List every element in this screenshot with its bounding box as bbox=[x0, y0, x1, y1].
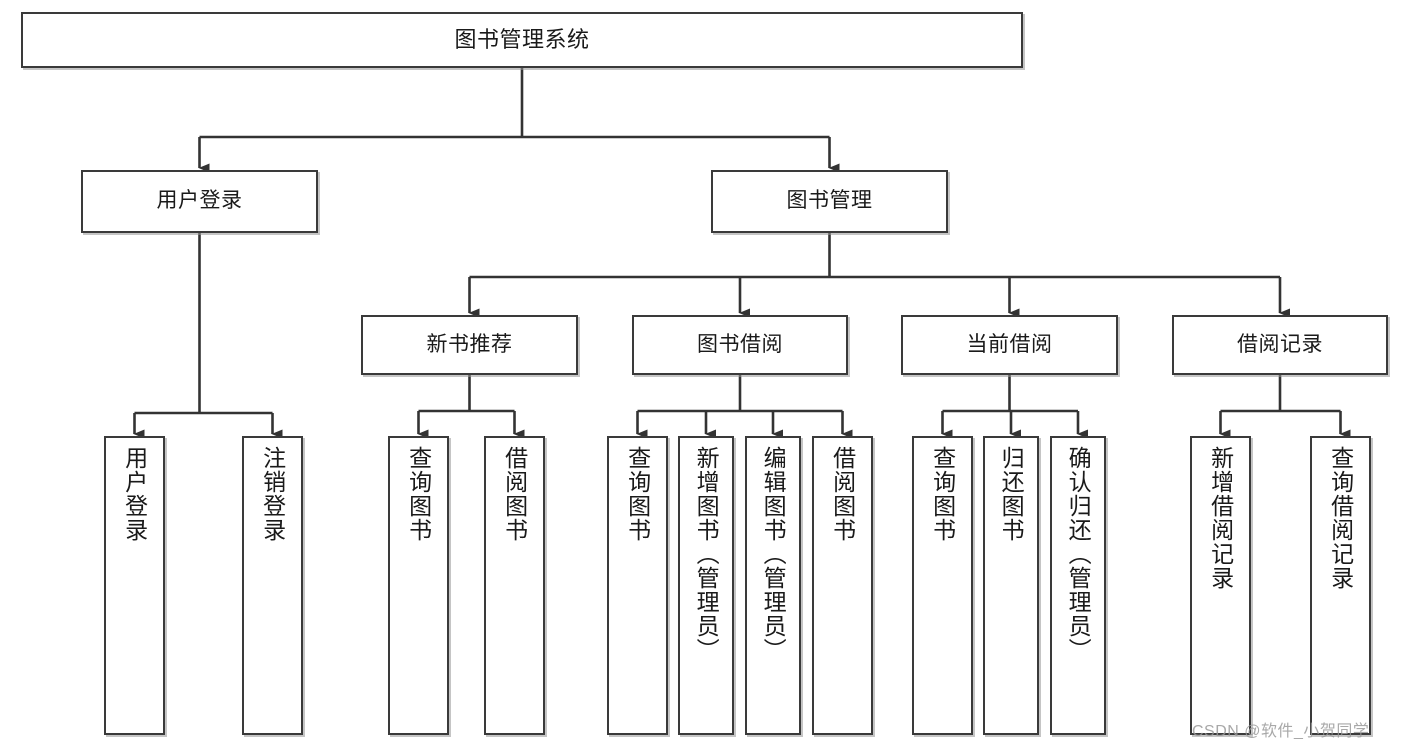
node-borrow-record-label: 借阅记录 bbox=[1237, 332, 1323, 356]
node-book-manage-label: 图书管理 bbox=[786, 189, 873, 213]
node-book-manage[interactable]: 图书管理 bbox=[711, 170, 948, 233]
node-leaf-logout[interactable]: 注销登录 bbox=[242, 436, 303, 735]
node-leaf-borrow-book-2[interactable]: 借阅图书 bbox=[812, 436, 873, 735]
node-borrow-record[interactable]: 借阅记录 bbox=[1172, 315, 1388, 375]
node-leaf-add-record[interactable]: 新增借阅记录 bbox=[1190, 436, 1251, 735]
node-leaf-query-book-1-label: 查询图书 bbox=[405, 446, 432, 542]
node-book-borrow[interactable]: 图书借阅 bbox=[632, 315, 848, 375]
node-leaf-query-record-label: 查询借阅记录 bbox=[1327, 446, 1354, 590]
node-current-borrow-label: 当前借阅 bbox=[966, 332, 1053, 356]
node-leaf-borrow-book-2-label: 借阅图书 bbox=[829, 446, 856, 542]
node-user-login[interactable]: 用户登录 bbox=[81, 170, 318, 233]
node-leaf-edit-book[interactable]: 编辑图书（管理员） bbox=[745, 436, 801, 735]
node-leaf-add-record-label: 新增借阅记录 bbox=[1207, 446, 1234, 590]
node-user-login-label: 用户登录 bbox=[156, 189, 243, 213]
node-leaf-query-book-1[interactable]: 查询图书 bbox=[388, 436, 449, 735]
node-leaf-query-book-3[interactable]: 查询图书 bbox=[912, 436, 973, 735]
node-new-book-rec[interactable]: 新书推荐 bbox=[361, 315, 578, 375]
node-leaf-borrow-book-1-label: 借阅图书 bbox=[501, 446, 528, 542]
node-leaf-query-record[interactable]: 查询借阅记录 bbox=[1310, 436, 1371, 735]
node-leaf-return-book[interactable]: 归还图书 bbox=[983, 436, 1039, 735]
node-leaf-user-login-label: 用户登录 bbox=[121, 446, 148, 542]
node-leaf-query-book-2[interactable]: 查询图书 bbox=[607, 436, 668, 735]
node-leaf-user-login[interactable]: 用户登录 bbox=[104, 436, 165, 735]
node-leaf-return-book-label: 归还图书 bbox=[998, 446, 1025, 542]
node-book-borrow-label: 图书借阅 bbox=[697, 332, 783, 356]
node-current-borrow[interactable]: 当前借阅 bbox=[901, 315, 1118, 375]
node-leaf-add-book[interactable]: 新增图书（管理员） bbox=[678, 436, 734, 735]
node-new-book-rec-label: 新书推荐 bbox=[426, 332, 513, 356]
node-root[interactable]: 图书管理系统 bbox=[21, 12, 1023, 68]
node-leaf-borrow-book-1[interactable]: 借阅图书 bbox=[484, 436, 545, 735]
node-leaf-confirm-return-label: 确认归还（管理员） bbox=[1065, 446, 1092, 662]
csdn-watermark: CSDN @软件_小贺同学 bbox=[1192, 723, 1370, 740]
node-leaf-confirm-return[interactable]: 确认归还（管理员） bbox=[1050, 436, 1106, 735]
node-leaf-edit-book-label: 编辑图书（管理员） bbox=[760, 446, 787, 662]
node-leaf-query-book-3-label: 查询图书 bbox=[929, 446, 956, 542]
node-leaf-logout-label: 注销登录 bbox=[259, 446, 286, 542]
node-leaf-query-book-2-label: 查询图书 bbox=[624, 446, 651, 542]
node-root-label: 图书管理系统 bbox=[454, 27, 590, 53]
node-leaf-add-book-label: 新增图书（管理员） bbox=[693, 446, 720, 662]
